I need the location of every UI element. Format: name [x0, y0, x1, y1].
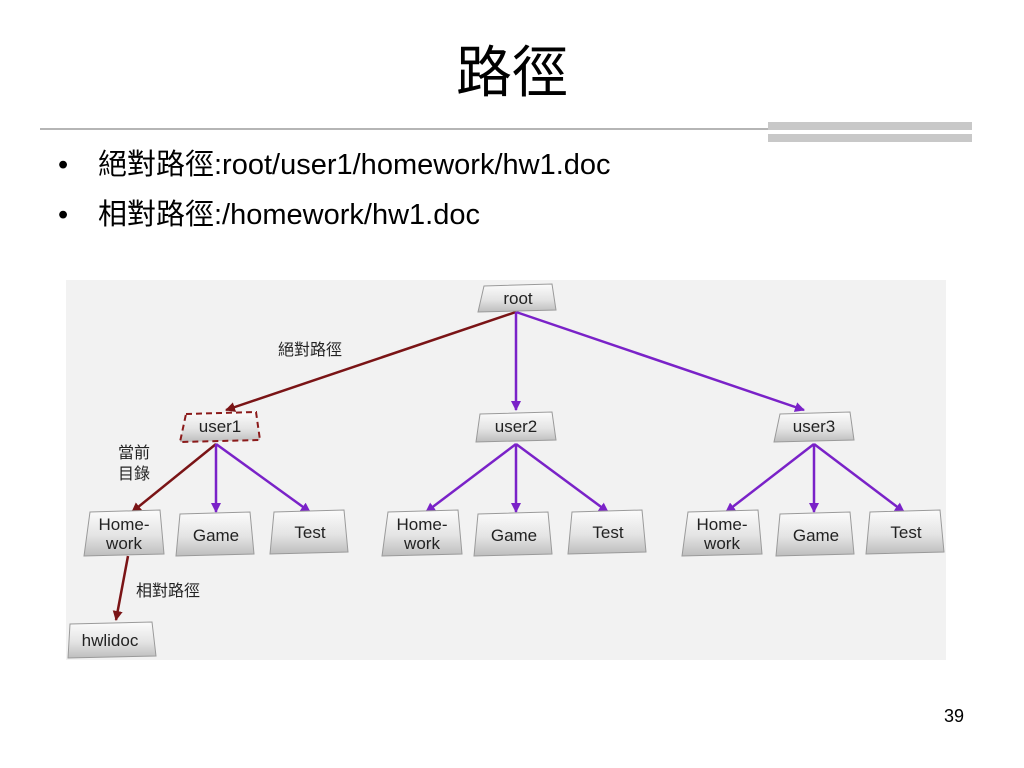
arrow-user3-to-test: [813, 443, 905, 513]
node-user3-test: Test: [865, 509, 945, 555]
arrow-user1-to-homework: [131, 443, 217, 513]
bullet-list: • 絕對路徑:root/user1/homework/hw1.doc • 相對路徑:…: [58, 140, 611, 240]
current-dir-label-line1: 當前: [118, 443, 150, 462]
node-user2-test: Test: [567, 509, 647, 555]
arrow-user2-to-test: [515, 442, 609, 514]
game-label: Game: [193, 526, 239, 545]
game-label: Game: [793, 526, 839, 545]
test-label: Test: [294, 523, 325, 542]
node-user2-homework: Home- work: [381, 509, 463, 557]
directory-tree-diagram: root user1 user2 user3 Home- work Game T…: [66, 280, 946, 660]
current-dir-label-line2: 目錄: [118, 464, 150, 483]
absolute-path-label: 絕對路徑: [278, 340, 342, 359]
bullet-item-absolute-path: • 絕對路徑:root/user1/homework/hw1.doc: [58, 140, 611, 190]
game-label: Game: [491, 526, 537, 545]
node-user1: user1: [178, 410, 262, 444]
node-user2-game: Game: [473, 511, 553, 557]
arrow-user2-to-homework: [425, 443, 517, 513]
directory-tree-svg: root user1 user2 user3 Home- work Game T…: [67, 283, 945, 659]
bullet-text: 絕對路徑:root/user1/homework/hw1.doc: [98, 149, 611, 181]
arrow-root-to-user1: [225, 310, 517, 412]
homework-label-line2: work: [403, 534, 440, 553]
homework-label-line1: Home-: [396, 515, 447, 534]
arrow-user3-to-homework: [725, 443, 815, 513]
arrow-root-to-user3: [515, 310, 805, 412]
homework-label-line2: work: [105, 534, 142, 553]
node-user3-game: Game: [775, 511, 855, 557]
arrow-homework-to-file: [112, 555, 130, 621]
relative-path-label: 相對路徑: [136, 581, 200, 600]
node-user3-homework: Home- work: [681, 509, 763, 557]
bullet-marker: •: [58, 149, 69, 181]
title-underline-accent-bottom: [768, 134, 972, 142]
node-user1-game: Game: [175, 511, 255, 557]
homework-label-line1: Home-: [696, 515, 747, 534]
bullet-item-relative-path: • 相對路徑:/homework/hw1.doc: [58, 190, 611, 240]
node-root: root: [477, 283, 557, 313]
slide-title: 路徑: [456, 41, 568, 106]
file-label: hwlidoc: [82, 631, 139, 650]
page-number: 39: [943, 706, 964, 726]
arrow-user1-to-test: [215, 442, 311, 514]
bullet-marker: •: [58, 199, 69, 231]
node-user2: user2: [475, 411, 557, 443]
bullet-text: 相對路徑:/homework/hw1.doc: [98, 199, 480, 231]
test-label: Test: [592, 523, 623, 542]
test-label: Test: [890, 523, 921, 542]
node-user1-label: user1: [199, 417, 242, 436]
node-user2-label: user2: [495, 417, 538, 436]
homework-label-line1: Home-: [98, 515, 149, 534]
node-user1-test: Test: [269, 509, 349, 555]
node-user3: user3: [773, 411, 855, 443]
node-file: hwlidoc: [67, 621, 157, 659]
node-root-label: root: [503, 289, 533, 308]
node-user1-homework: Home- work: [83, 509, 165, 557]
title-underline: [40, 128, 972, 130]
node-user3-label: user3: [793, 417, 836, 436]
title-underline-accent-top: [768, 122, 972, 130]
homework-label-line2: work: [703, 534, 740, 553]
